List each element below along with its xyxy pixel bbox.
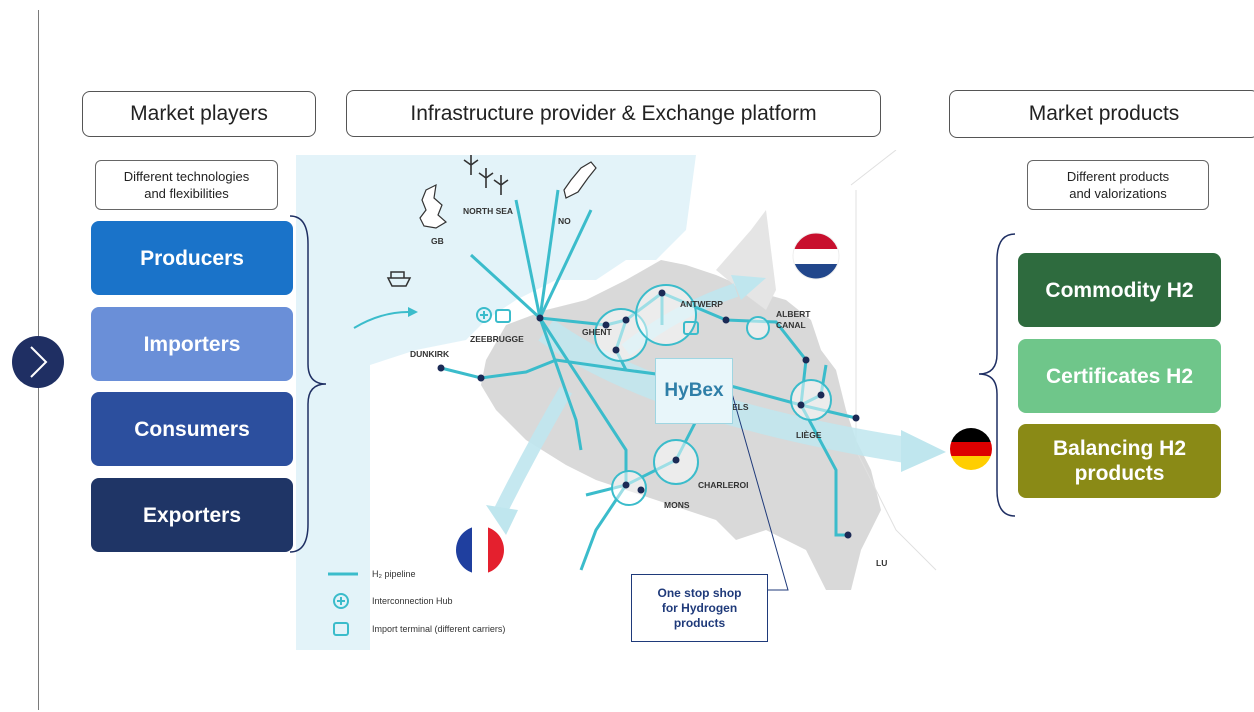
label-els: ELS [732, 402, 749, 412]
legend-hub-icon [333, 593, 349, 609]
infrastructure-header: Infrastructure provider & Exchange platf… [346, 90, 881, 137]
technologies-line2: and flexibilities [144, 186, 229, 201]
market-players-header: Market players [82, 91, 316, 137]
left-brace [289, 215, 327, 553]
norway-outline-icon [563, 161, 597, 199]
label-antwerp: ANTWERP [680, 299, 723, 309]
producers-box: Producers [91, 221, 293, 295]
france-flag-icon [456, 526, 504, 574]
balancing-h2-box: Balancing H2 products [1018, 424, 1221, 498]
next-slide-button[interactable] [12, 336, 64, 388]
legend-hub-label: Interconnection Hub [372, 596, 453, 606]
legend-terminal-icon [333, 622, 349, 636]
zeebrugge-terminal-icon [495, 309, 511, 323]
label-zeebrugge: ZEEBRUGGE [470, 334, 524, 344]
certificates-h2-box: Certificates H2 [1018, 339, 1221, 413]
label-ghent: GHENT [582, 327, 613, 337]
one-stop-line3: products [673, 615, 726, 630]
chevron-right-icon [30, 346, 48, 378]
hybex-logo-text: HyBex [664, 380, 724, 401]
zeebrugge-hub-icon [476, 307, 492, 323]
label-north-sea: NORTH SEA [463, 206, 513, 216]
label-liege: LIÈGE [796, 430, 822, 440]
label-albert: ALBERT [776, 309, 811, 319]
technologies-box: Different technologies and flexibilities [95, 160, 278, 210]
label-canal: CANAL [776, 320, 806, 330]
label-lu: LU [876, 558, 887, 568]
right-brace [978, 233, 1016, 517]
antwerp-terminal-icon [683, 321, 699, 335]
one-stop-line1: One stop shop [657, 585, 742, 600]
belgium-hydrogen-map: GB NORTH SEA NO ZEEBRUGGE DUNKIRK GHENT … [296, 149, 960, 650]
importers-box: Importers [91, 307, 293, 381]
netherlands-flag-icon [792, 232, 840, 280]
market-products-header: Market products [949, 90, 1254, 138]
hybex-logo: HyBex [655, 358, 733, 424]
one-stop-line2: for Hydrogen [661, 600, 738, 615]
legend-pipeline-label: H₂ pipeline [372, 569, 416, 579]
balancing-line1: Balancing H2 [1052, 437, 1187, 460]
one-stop-shop-box: One stop shop for Hydrogen products [631, 574, 768, 642]
gb-outline-icon [419, 183, 448, 229]
label-charleroi: CHARLEROI [698, 480, 749, 490]
wind-turbines-icon [463, 155, 509, 195]
germany-flag [950, 428, 992, 470]
label-dunkirk: DUNKIRK [410, 349, 450, 359]
valorizations-line2: and valorizations [1069, 186, 1167, 201]
technologies-line1: Different technologies [123, 169, 250, 184]
commodity-h2-box: Commodity H2 [1018, 253, 1221, 327]
consumers-box: Consumers [91, 392, 293, 466]
products-valorizations-box: Different products and valorizations [1027, 160, 1209, 210]
legend-terminal-label: Import terminal (different carriers) [372, 624, 506, 634]
valorizations-line1: Different products [1066, 169, 1170, 184]
label-no: NO [558, 216, 571, 226]
label-gb: GB [431, 236, 444, 246]
balancing-line2: products [1074, 462, 1165, 485]
exporters-box: Exporters [91, 478, 293, 552]
label-mons: MONS [664, 500, 690, 510]
ship-icon [386, 271, 412, 287]
